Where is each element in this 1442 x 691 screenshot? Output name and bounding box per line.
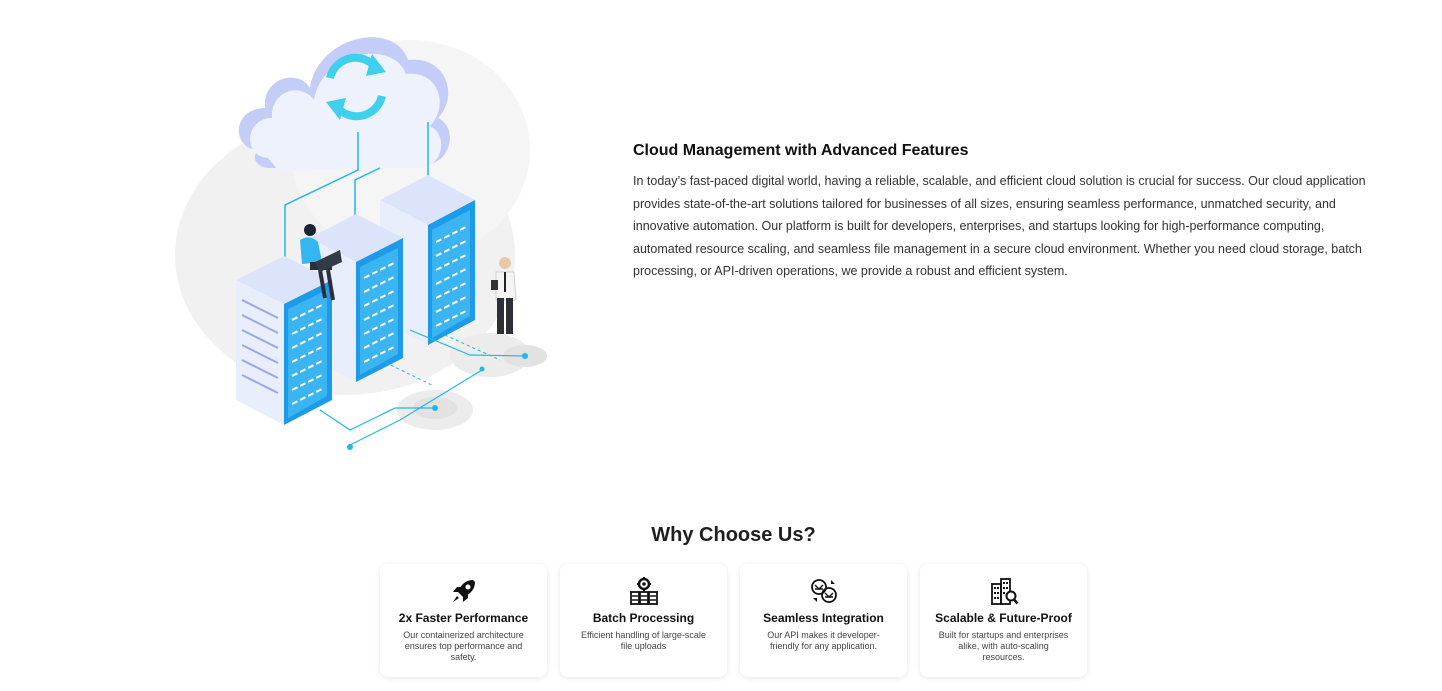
cloud-servers-illustration <box>170 0 570 455</box>
man-standing-figure <box>491 257 517 334</box>
intro-title: Cloud Management with Advanced Features <box>633 142 969 159</box>
intro-section: Cloud Management with Advanced Features … <box>633 142 1368 283</box>
woman-with-laptop-figure <box>300 224 342 301</box>
intro-body: In today’s fast-paced digital world, hav… <box>633 174 1366 278</box>
feature-card-scalable: Scalable & Future-Proof Built for startu… <box>920 564 1087 677</box>
why-choose-us-heading: Why Choose Us? <box>651 524 816 546</box>
feature-text: Built for startups and enterprises alike… <box>938 630 1069 662</box>
feature-title: Seamless Integration <box>763 611 884 625</box>
feature-title: Scalable & Future-Proof <box>935 611 1072 625</box>
integration-icon <box>752 576 895 606</box>
scalable-building-icon <box>932 576 1075 606</box>
feature-title: Batch Processing <box>592 611 695 625</box>
feature-text: Our API makes it developer-friendly for … <box>767 630 880 651</box>
batch-processing-icon <box>572 576 715 606</box>
rocket-icon <box>392 576 535 606</box>
cloud-icon <box>238 37 450 170</box>
server-rack-left <box>236 256 332 425</box>
feature-title: 2x Faster Performance <box>398 611 529 625</box>
feature-card-performance: 2x Faster Performance Our containerized … <box>380 564 547 677</box>
feature-card-batch: Batch Processing Efficient handling of l… <box>560 564 727 677</box>
feature-text: Efficient handling of large-scale file u… <box>581 630 706 651</box>
feature-text: Our containerized architecture ensures t… <box>403 630 524 662</box>
cloud-servers-graphic <box>175 37 547 450</box>
feature-card-integration: Seamless Integration Our API makes it de… <box>740 564 907 677</box>
feature-cards: 2x Faster Performance Our containerized … <box>380 564 1087 677</box>
